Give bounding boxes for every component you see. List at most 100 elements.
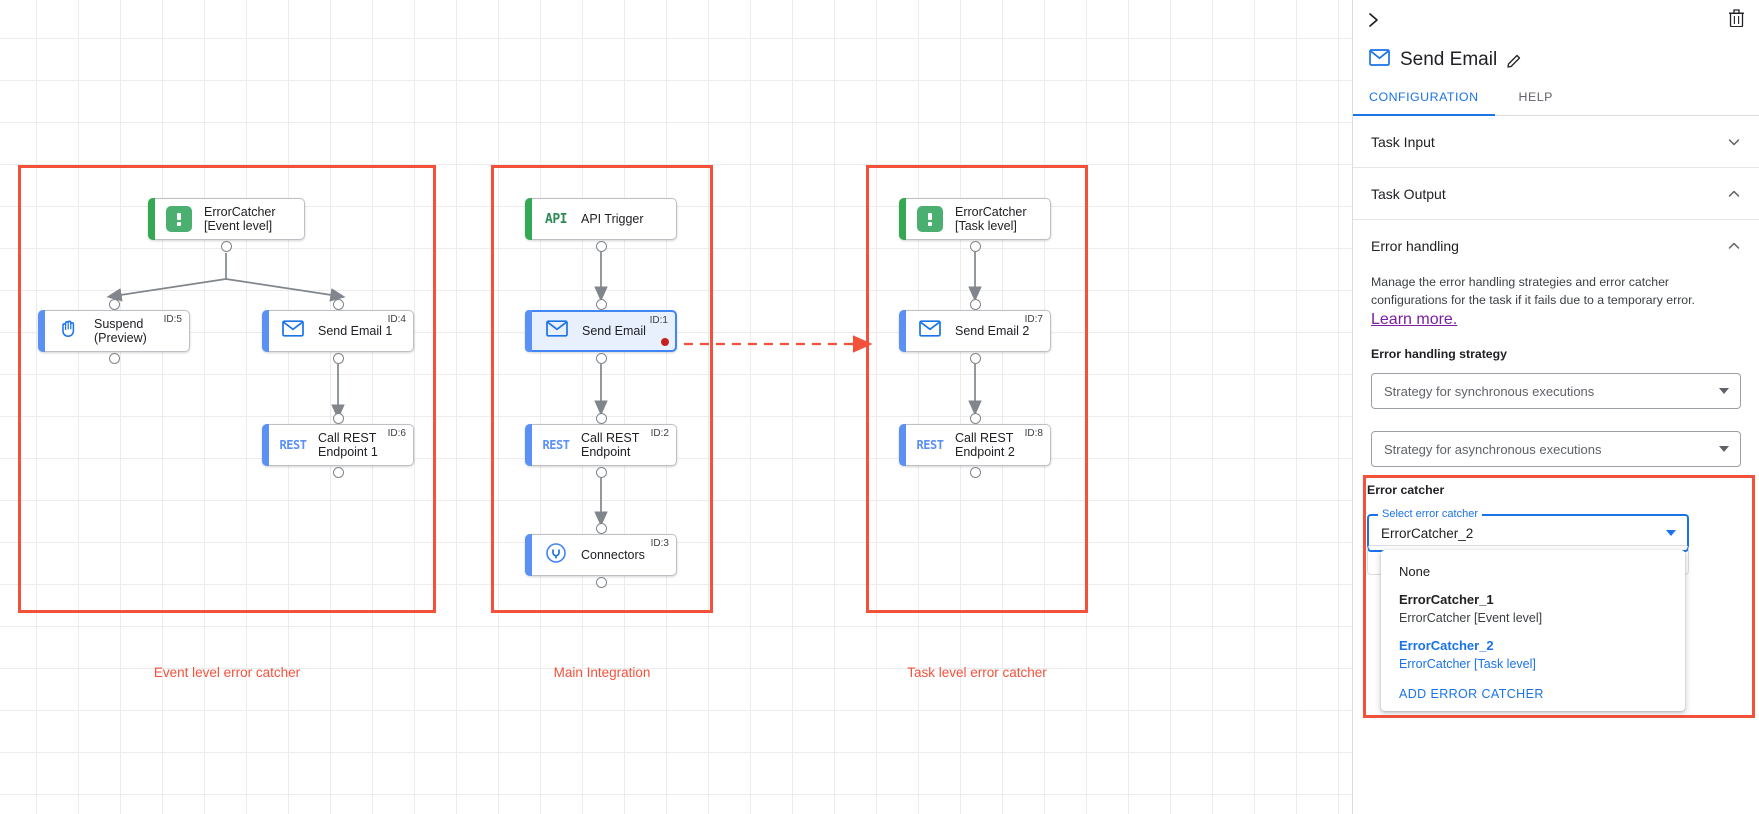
- envelope-icon: [282, 320, 304, 342]
- node-port-in[interactable]: [595, 412, 607, 424]
- chevron-down-icon: [1719, 446, 1729, 452]
- sync-strategy-select[interactable]: Strategy for synchronous executions: [1371, 373, 1741, 409]
- dropdown-option-subtitle: ErrorCatcher [Task level]: [1399, 657, 1536, 671]
- group-frame: [866, 165, 1088, 613]
- error-handling-strategy-label: Error handling strategy: [1371, 347, 1507, 361]
- node-port-in[interactable]: [595, 298, 607, 310]
- node-port-out[interactable]: [595, 240, 607, 252]
- node-port-out[interactable]: [969, 352, 981, 364]
- node-id-tag: ID:1: [649, 315, 668, 326]
- node-label: API Trigger: [581, 212, 644, 226]
- node-accent-bar: [525, 424, 532, 466]
- panel-header: Send Email: [1353, 40, 1759, 76]
- node-port-in[interactable]: [332, 412, 344, 424]
- async-strategy-value: Strategy for asynchronous executions: [1384, 441, 1602, 457]
- section-task-output: Task Output: [1353, 168, 1759, 220]
- error-catcher-highlight: [1363, 475, 1755, 718]
- flow-node-rest[interactable]: REST Call REST Endpoint ID:2: [525, 424, 677, 466]
- node-port-out[interactable]: [332, 466, 344, 478]
- node-id-tag: ID:3: [650, 538, 669, 549]
- section-title: Error handling: [1371, 237, 1459, 254]
- dropdown-option-title: None: [1399, 564, 1431, 579]
- node-port-in[interactable]: [108, 298, 120, 310]
- connectors-icon: [544, 541, 568, 570]
- node-port-out[interactable]: [595, 576, 607, 588]
- node-port-out[interactable]: [221, 240, 232, 252]
- node-label: Send Email 2: [955, 324, 1030, 338]
- dropdown-option-title: ErrorCatcher_2: [1399, 638, 1494, 653]
- chevron-down-icon: [1666, 530, 1676, 536]
- node-error-indicator: [661, 338, 669, 346]
- learn-more-link[interactable]: Learn more.: [1371, 311, 1458, 328]
- section-task-output-header[interactable]: Task Output: [1371, 168, 1741, 219]
- node-label: ErrorCatcher [Task level]: [955, 205, 1027, 233]
- flow-node-ec1[interactable]: ErrorCatcher [Event level]: [148, 198, 305, 240]
- dropdown-option[interactable]: None: [1381, 558, 1685, 586]
- node-label: Call REST Endpoint 1: [318, 431, 378, 459]
- node-accent-bar: [148, 198, 155, 240]
- group-caption: Event level error catcher: [153, 665, 301, 680]
- pencil-icon[interactable]: [1507, 53, 1522, 68]
- section-error-handling-header[interactable]: Error handling: [1371, 220, 1741, 271]
- hand-icon: [58, 318, 80, 345]
- rest-icon: REST: [279, 438, 307, 452]
- node-port-out[interactable]: [332, 352, 344, 364]
- section-title: Task Input: [1371, 133, 1435, 150]
- node-port-out[interactable]: [595, 466, 607, 478]
- flow-canvas[interactable]: Event level error catcher Main Integratio…: [0, 0, 1352, 814]
- node-port-out[interactable]: [108, 352, 120, 364]
- async-strategy-select[interactable]: Strategy for asynchronous executions: [1371, 431, 1741, 467]
- node-accent-bar: [262, 310, 269, 352]
- flow-node-rest1[interactable]: REST Call REST Endpoint 1 ID:6: [262, 424, 414, 466]
- error-catcher-float-label: Select error catcher: [1378, 508, 1482, 520]
- node-label: Send Email 1: [318, 324, 393, 338]
- node-port-out[interactable]: [969, 240, 981, 252]
- tab-configuration[interactable]: CONFIGURATION: [1353, 90, 1495, 116]
- error-catcher-block: Error catcher Select error catcher Error…: [1367, 483, 1751, 711]
- node-id-tag: ID:5: [163, 314, 182, 325]
- node-port-in[interactable]: [332, 298, 344, 310]
- trash-icon[interactable]: [1725, 7, 1747, 29]
- node-id-tag: ID:6: [387, 428, 406, 439]
- chevron-down-icon[interactable]: [1727, 135, 1741, 149]
- chevron-up-icon[interactable]: [1727, 239, 1741, 253]
- node-label: ErrorCatcher [Event level]: [204, 205, 276, 233]
- chevron-up-icon[interactable]: [1727, 187, 1741, 201]
- node-accent-bar: [899, 310, 906, 352]
- node-label: Call REST Endpoint: [581, 431, 640, 459]
- sync-strategy-value: Strategy for synchronous executions: [1384, 383, 1595, 399]
- flow-node-suspend[interactable]: Suspend (Preview) ID:5: [38, 310, 190, 352]
- node-port-out[interactable]: [969, 466, 981, 478]
- chevron-right-icon[interactable]: [1362, 8, 1386, 32]
- envelope-icon: [1369, 49, 1390, 71]
- error-catcher-label: Error catcher: [1367, 483, 1445, 497]
- group-frame: [18, 165, 436, 613]
- page-title: Send Email: [1400, 49, 1498, 70]
- node-port-in[interactable]: [595, 522, 607, 534]
- rest-icon: REST: [542, 438, 570, 452]
- node-label: Suspend (Preview): [94, 317, 147, 345]
- node-port-out[interactable]: [595, 352, 607, 364]
- node-port-in[interactable]: [969, 412, 981, 424]
- node-port-in[interactable]: [969, 298, 981, 310]
- node-accent-bar: [899, 198, 906, 240]
- flow-node-ec2[interactable]: ErrorCatcher [Task level]: [899, 198, 1051, 240]
- group-caption: Main Integration: [553, 665, 651, 680]
- node-id-tag: ID:4: [387, 314, 406, 325]
- add-error-catcher-button[interactable]: ADD ERROR CATCHER: [1399, 687, 1544, 701]
- tab-help[interactable]: HELP: [1518, 90, 1553, 104]
- node-id-tag: ID:8: [1024, 428, 1043, 439]
- envelope-icon: [546, 320, 568, 342]
- node-id-tag: ID:2: [650, 428, 669, 439]
- error-catcher-icon: [917, 206, 943, 232]
- section-task-input-header[interactable]: Task Input: [1371, 116, 1741, 167]
